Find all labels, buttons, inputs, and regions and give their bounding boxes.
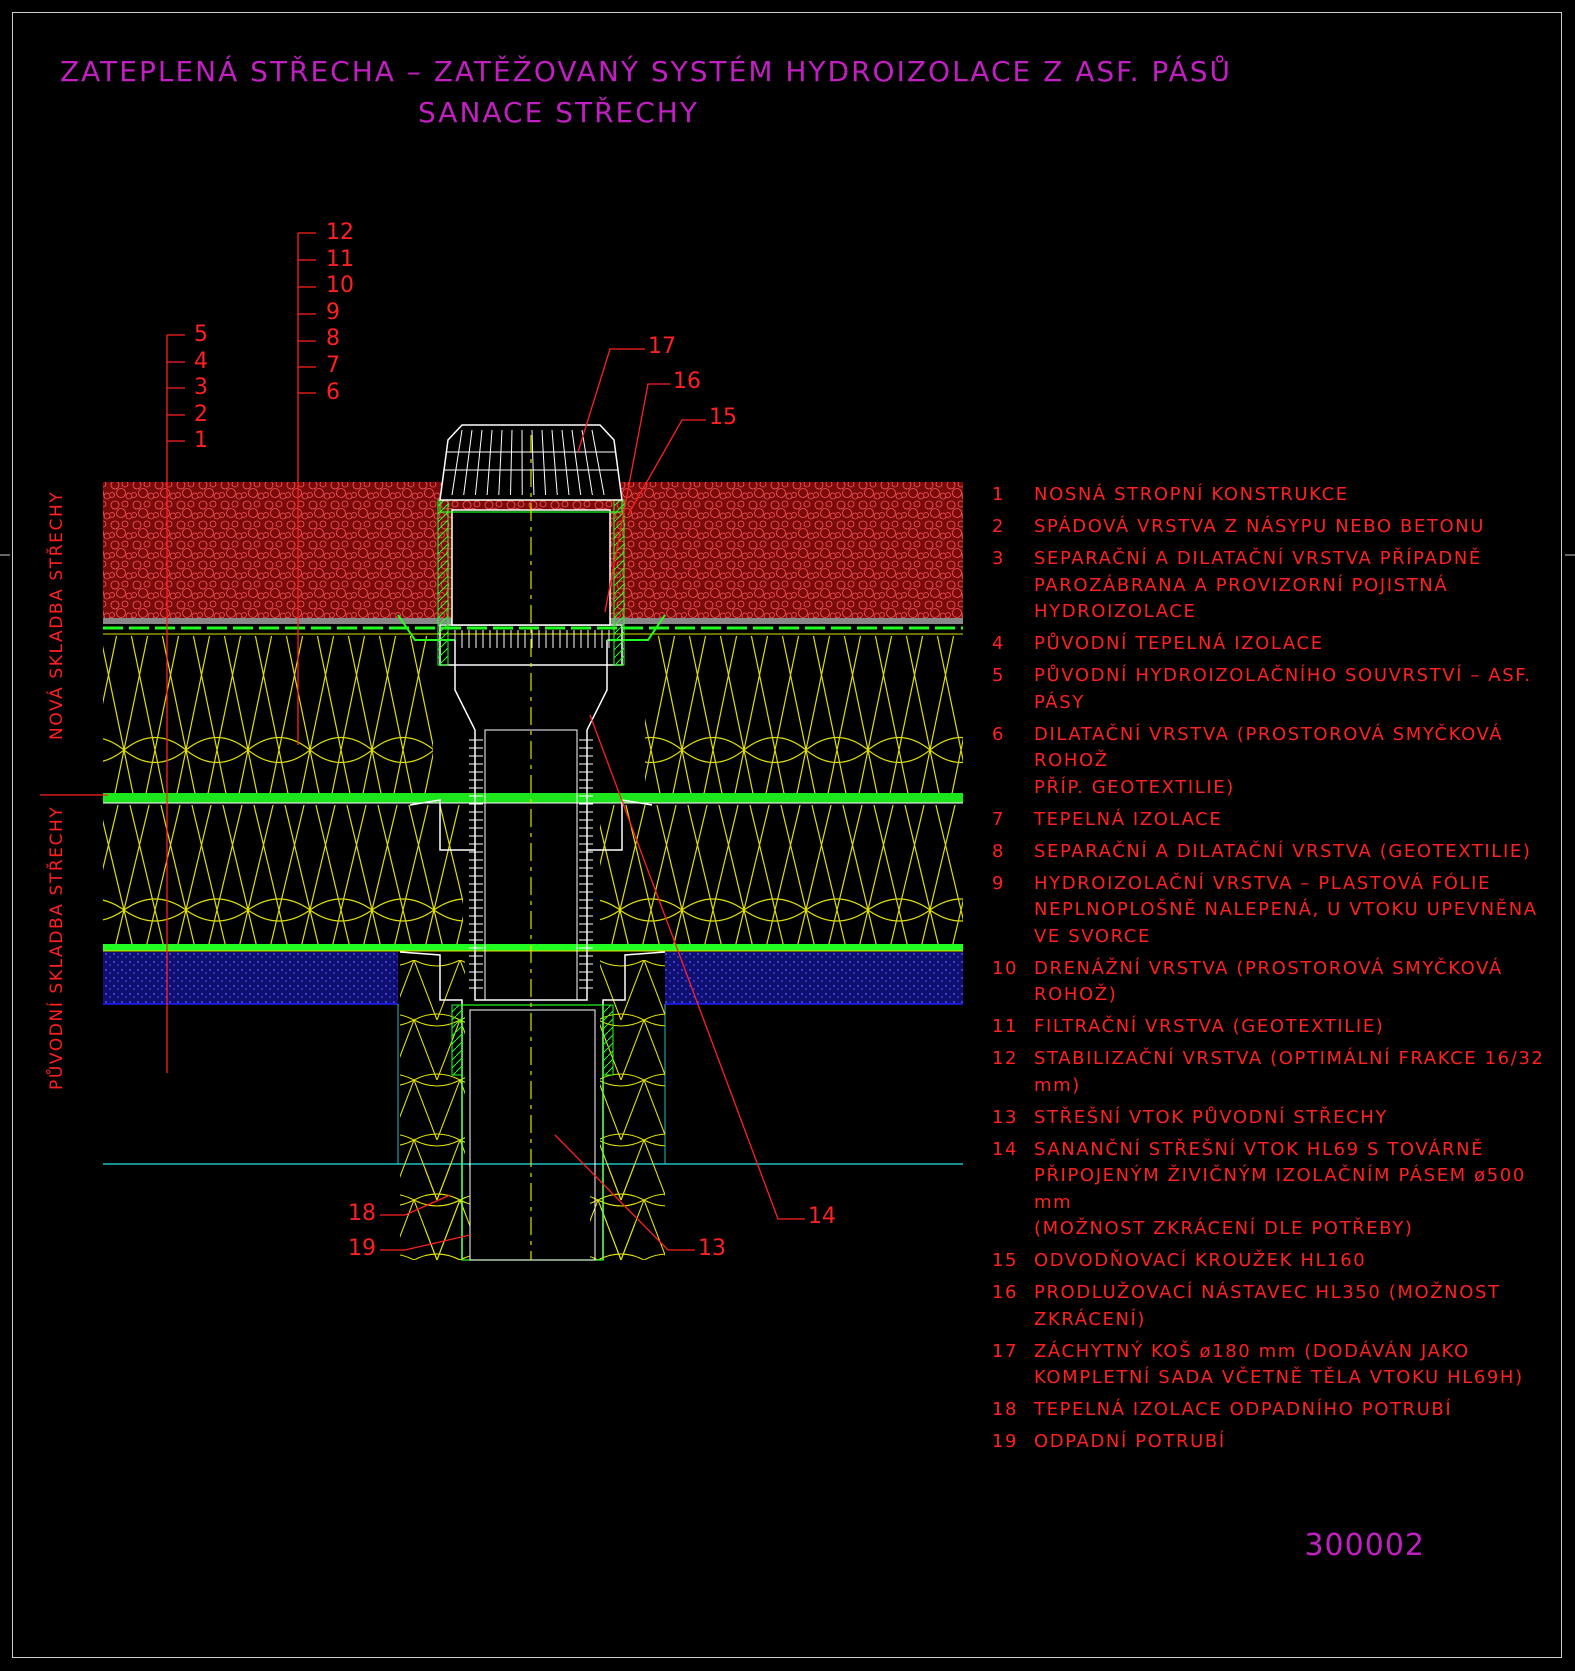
legend-number: 3 (992, 548, 1006, 569)
legend-item: 18 TEPELNÁ IZOLACE ODPADNÍHO POTRUBÍ (992, 1397, 1552, 1424)
original-insulation-right (600, 805, 963, 945)
legend-number: 16 (992, 1282, 1019, 1303)
legend-item: 8 SEPARAČNÍ A DILATAČNÍ VRSTVA (GEOTEXTIL… (992, 839, 1552, 866)
legend-number: 5 (992, 665, 1006, 686)
pipe-ribs (469, 739, 593, 989)
legend-item: 16 PRODLUŽOVACÍ NÁSTAVEC HL350 (MOŽNOST Z… (992, 1280, 1552, 1333)
layer-legend: 1 NOSNÁ STROPNÍ KONSTRUKCE 2 SPÁDOVÁ VRSTVA… (992, 482, 1552, 1461)
callout-19: 19 (348, 1236, 376, 1261)
new-insulation-right (645, 636, 963, 794)
vapour-barrier (103, 944, 963, 951)
legend-text: SPÁDOVÁ VRSTVA Z NÁSYPU NEBO BETONU (1034, 516, 1486, 537)
legend-item: 7 TEPELNÁ IZOLACE (992, 807, 1552, 834)
legend-item: 6 DILATAČNÍ VRSTVA (PROSTOROVÁ SMYČKOVÁ R… (992, 722, 1552, 802)
callout-number: 11 (326, 246, 354, 272)
callout-number: 12 (326, 220, 354, 245)
callout-14: 14 (808, 1204, 836, 1229)
legend-text: SEPARAČNÍ A DILATAČNÍ VRSTVA PŘÍPADNĚ PA… (1034, 548, 1482, 622)
drawing-frame (12, 12, 1562, 1658)
legend-text: NOSNÁ STROPNÍ KONSTRUKCE (1034, 484, 1349, 505)
legend-item: 1 NOSNÁ STROPNÍ KONSTRUKCE (992, 482, 1552, 509)
legend-number: 11 (992, 1016, 1019, 1037)
callout-17: 17 (648, 334, 676, 359)
callout-16: 16 (673, 369, 701, 394)
legend-item: 9 HYDROIZOLAČNÍ VRSTVA – PLASTOVÁ FÓLIE N… (992, 871, 1552, 951)
callout-number: 1 (194, 428, 208, 453)
legend-text: PŮVODNÍ HYDROIZOLAČNÍHO SOUVRSTVÍ – ASF.… (1034, 665, 1532, 713)
legend-number: 9 (992, 872, 1006, 894)
legend-text: HYDROIZOLAČNÍ VRSTVA – PLASTOVÁ FÓLIE NE… (1034, 872, 1538, 947)
callout-15: 15 (709, 405, 737, 430)
original-section-label: PŮVODNÍ SKLADBA STŘECHY (47, 805, 67, 1090)
legend-number: 2 (992, 516, 1006, 537)
legend-item: 2 SPÁDOVÁ VRSTVA Z NÁSYPU NEBO BETONU (992, 514, 1552, 541)
legend-number: 8 (992, 840, 1006, 862)
legend-text: DILATAČNÍ VRSTVA (PROSTOROVÁ SMYČKOVÁ RO… (1034, 723, 1504, 798)
legend-text: PŮVODNÍ TEPELNÁ IZOLACE (1034, 633, 1324, 654)
legend-text: SANANČNÍ STŘEŠNÍ VTOK HL69 S TOVÁRNĚ PŘI… (1034, 1138, 1526, 1240)
legend-item: 14 SANANČNÍ STŘEŠNÍ VTOK HL69 S TOVÁRNĚ P… (992, 1137, 1552, 1243)
callout-number: 6 (326, 379, 340, 405)
slab-left (103, 952, 398, 1004)
legend-item: 4 PŮVODNÍ TEPELNÁ IZOLACE (992, 631, 1552, 658)
legend-number: 18 (992, 1399, 1019, 1420)
legend-number: 4 (992, 633, 1006, 654)
legend-number: 15 (992, 1250, 1019, 1271)
legend-text: PRODLUŽOVACÍ NÁSTAVEC HL350 (MOŽNOST ZKR… (1034, 1282, 1501, 1330)
legend-text: STABILIZAČNÍ VRSTVA (OPTIMÁLNÍ FRAKCE 16… (1034, 1048, 1545, 1096)
drainage-ring-teeth (454, 630, 610, 648)
callout-number: 7 (326, 353, 340, 378)
legend-number: 19 (992, 1431, 1019, 1452)
legend-number: 7 (992, 808, 1006, 830)
new-insulation-left (103, 636, 433, 794)
drawing-title-line2: SANACE STŘECHY (418, 96, 699, 129)
callout-number: 9 (326, 299, 340, 325)
legend-item: 11 FILTRAČNÍ VRSTVA (GEOTEXTILIE) (992, 1014, 1552, 1041)
legend-text: ODPADNÍ POTRUBÍ (1034, 1431, 1226, 1452)
original-membrane (103, 793, 963, 803)
legend-text: ODVODŇOVACÍ KROUŽEK HL160 (1034, 1250, 1367, 1271)
legend-number: 10 (992, 957, 1019, 979)
legend-number: 17 (992, 1340, 1019, 1362)
legend-item: 13 STŘEŠNÍ VTOK PŮVODNÍ STŘECHY (992, 1105, 1552, 1132)
legend-number: 13 (992, 1106, 1019, 1128)
legend-text: TEPELNÁ IZOLACE (1034, 808, 1223, 830)
legend-number: 6 (992, 723, 1006, 745)
legend-text: STŘEŠNÍ VTOK PŮVODNÍ STŘECHY (1034, 1106, 1388, 1128)
slab-right (665, 952, 963, 1004)
callout-13: 13 (698, 1236, 726, 1261)
drawing-code: 300002 (1304, 1528, 1425, 1563)
legend-item: 19 ODPADNÍ POTRUBÍ (992, 1429, 1552, 1456)
legend-item: 12 STABILIZAČNÍ VRSTVA (OPTIMÁLNÍ FRAKCE … (992, 1046, 1552, 1099)
legend-item: 3 SEPARAČNÍ A DILATAČNÍ VRSTVA PŘÍPADNĚ P… (992, 546, 1552, 626)
callout-leaders (40, 232, 805, 1251)
legend-number: 12 (992, 1048, 1019, 1069)
new-section-label: NOVÁ SKLADBA STŘECHY (47, 490, 67, 740)
legend-text: DRENÁŽNÍ VRSTVA (PROSTOROVÁ SMYČKOVÁ ROH… (1034, 957, 1503, 1006)
drawing-title-line1: ZATEPLENÁ STŘECHA – ZATĚŽOVANÝ SYSTÉM HY… (60, 55, 1233, 88)
legend-number: 14 (992, 1138, 1019, 1160)
callout-number: 8 (326, 326, 340, 352)
callout-18: 18 (348, 1201, 376, 1226)
legend-text: SEPARAČNÍ A DILATAČNÍ VRSTVA (GEOTEXTILI… (1034, 840, 1532, 862)
original-insulation-left (103, 805, 463, 945)
callout-number: 3 (194, 375, 208, 400)
callout-number: 4 (194, 348, 208, 374)
legend-number: 1 (992, 484, 1006, 505)
legend-item: 15 ODVODŇOVACÍ KROUŽEK HL160 (992, 1248, 1552, 1275)
legend-item: 5 PŮVODNÍ HYDROIZOLAČNÍHO SOUVRSTVÍ – ASF… (992, 663, 1552, 716)
callout-number: 10 (326, 273, 354, 299)
legend-text: TEPELNÁ IZOLACE ODPADNÍHO POTRUBÍ (1034, 1399, 1453, 1420)
legend-text: FILTRAČNÍ VRSTVA (GEOTEXTILIE) (1034, 1016, 1385, 1037)
legend-item: 17 ZÁCHYTNÝ KOŠ ø180 mm (DODÁVÁN JAKO KOM… (992, 1339, 1552, 1392)
callout-number: 5 (194, 322, 208, 347)
callout-number: 2 (194, 401, 208, 427)
legend-item: 10 DRENÁŽNÍ VRSTVA (PROSTOROVÁ SMYČKOVÁ R… (992, 956, 1552, 1009)
legend-text: ZÁCHYTNÝ KOŠ ø180 mm (DODÁVÁN JAKO KOMPL… (1034, 1340, 1524, 1389)
